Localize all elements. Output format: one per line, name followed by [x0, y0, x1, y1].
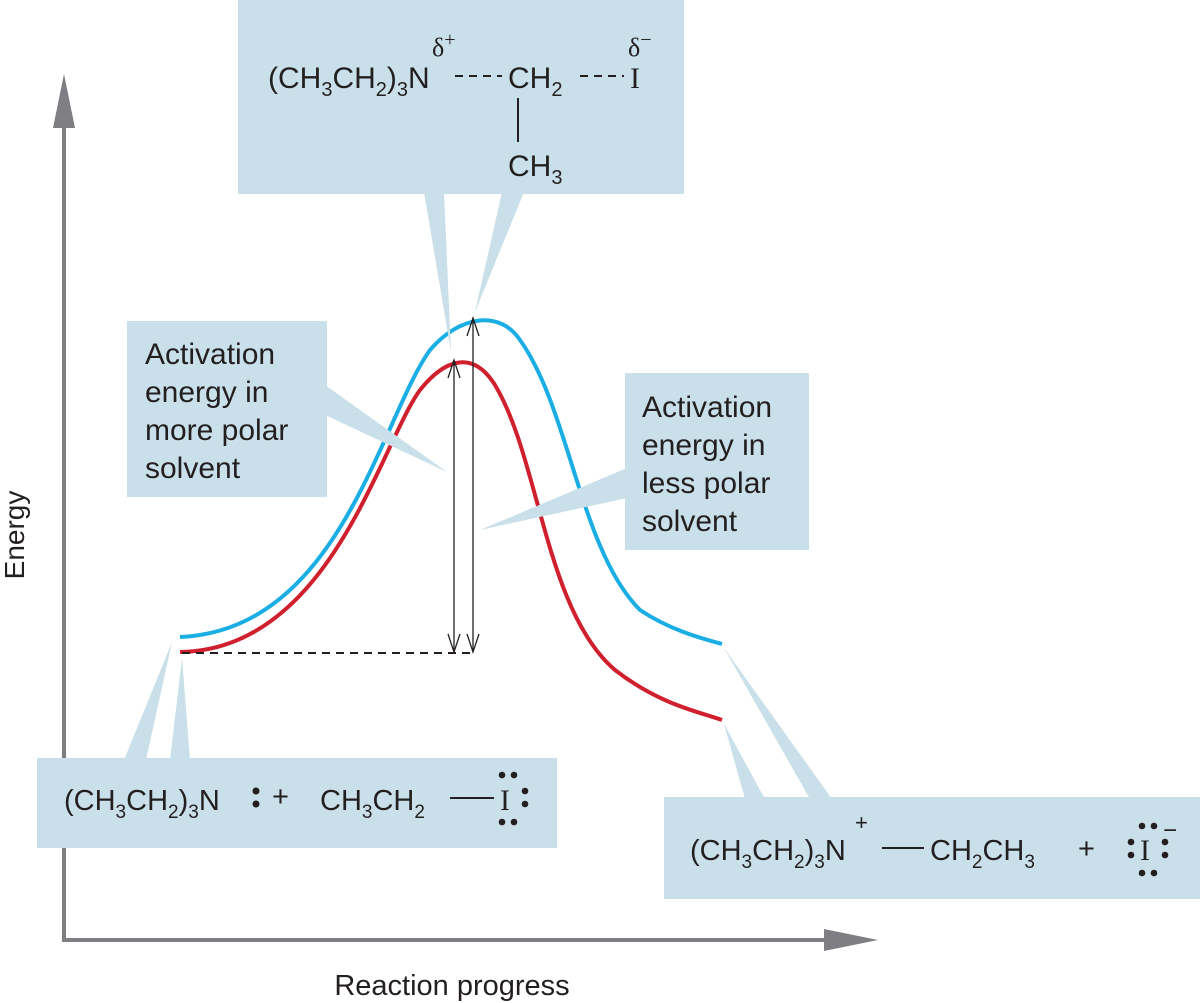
x-axis-arrowhead: [824, 929, 878, 951]
activation-less-polar-box: [625, 373, 809, 550]
curve-more-polar-solvent: [179, 360, 723, 722]
activation-more-polar-callout: Activation energy in more polar solvent: [127, 321, 447, 497]
products-plus: +: [1078, 833, 1095, 865]
activation-less-polar-pointer: [480, 468, 627, 530]
reactants-pointer-left: [124, 642, 172, 760]
products-callout: (CH3CH2)3N + CH2CH3 + I −: [664, 648, 1200, 899]
activation-less-polar-callout: Activation energy in less polar solvent: [480, 373, 809, 550]
activation-less-polar-line3: less polar: [642, 467, 770, 500]
reactants-box: [37, 758, 557, 848]
transition-state-pointer-left: [424, 192, 451, 352]
activation-arrow-less-polar: [466, 315, 480, 655]
activation-more-polar-box: [127, 321, 327, 497]
reactants-ethyl: CH3CH2: [320, 785, 425, 823]
ts-iodine: I: [630, 62, 640, 95]
iodide-lone-pairs: [1127, 822, 1169, 877]
products-box: [664, 797, 1200, 899]
products-iodide: I: [1140, 834, 1150, 867]
products-pointer-left: [724, 724, 765, 799]
amine-lone-pair: [252, 787, 260, 808]
reactants-iodine: I: [500, 784, 510, 817]
transition-state-box: [238, 0, 684, 194]
activation-more-polar-line3: more polar: [145, 414, 288, 447]
products-pointer-right: [724, 648, 832, 799]
activation-less-polar-line1: Activation: [642, 391, 772, 424]
reactants-plus: +: [272, 781, 289, 813]
activation-more-polar-line2: energy in: [145, 376, 268, 409]
activation-less-polar-line4: solvent: [642, 505, 738, 538]
ts-delta-plus: δ+: [432, 29, 456, 62]
reactants-pointer-right: [170, 658, 190, 760]
ts-methyl-group: CH3: [508, 150, 562, 189]
curve-less-polar-solvent: [179, 318, 723, 646]
transition-state-callout: (CH3CH2)3N δ+ CH2 I δ− CH3: [238, 0, 684, 352]
y-axis-label: Energy: [0, 491, 30, 580]
products-iodide-charge: −: [1163, 817, 1177, 844]
ts-amine-formula: (CH3CH2)3N: [268, 62, 430, 101]
reactants-callout: (CH3CH2)3N + CH3CH2 I: [37, 642, 557, 848]
x-axis-label: Reaction progress: [334, 970, 569, 1002]
activation-arrow-more-polar: [447, 357, 461, 655]
ts-delta-minus: δ−: [628, 29, 652, 62]
products-ethyl: CH2CH3: [930, 835, 1035, 873]
ts-central-carbon: CH2: [508, 62, 562, 101]
y-axis-arrowhead: [53, 74, 75, 128]
activation-more-polar-pointer: [325, 385, 447, 472]
products-amine: (CH3CH2)3N: [690, 835, 846, 873]
transition-state-pointer-right: [475, 192, 524, 312]
activation-less-polar-line2: energy in: [642, 429, 765, 462]
reactants-amine: (CH3CH2)3N: [64, 785, 220, 823]
products-n-charge: +: [855, 810, 868, 835]
activation-more-polar-line1: Activation: [145, 338, 275, 371]
iodine-lone-pairs: [498, 771, 529, 826]
activation-more-polar-line4: solvent: [145, 452, 241, 485]
